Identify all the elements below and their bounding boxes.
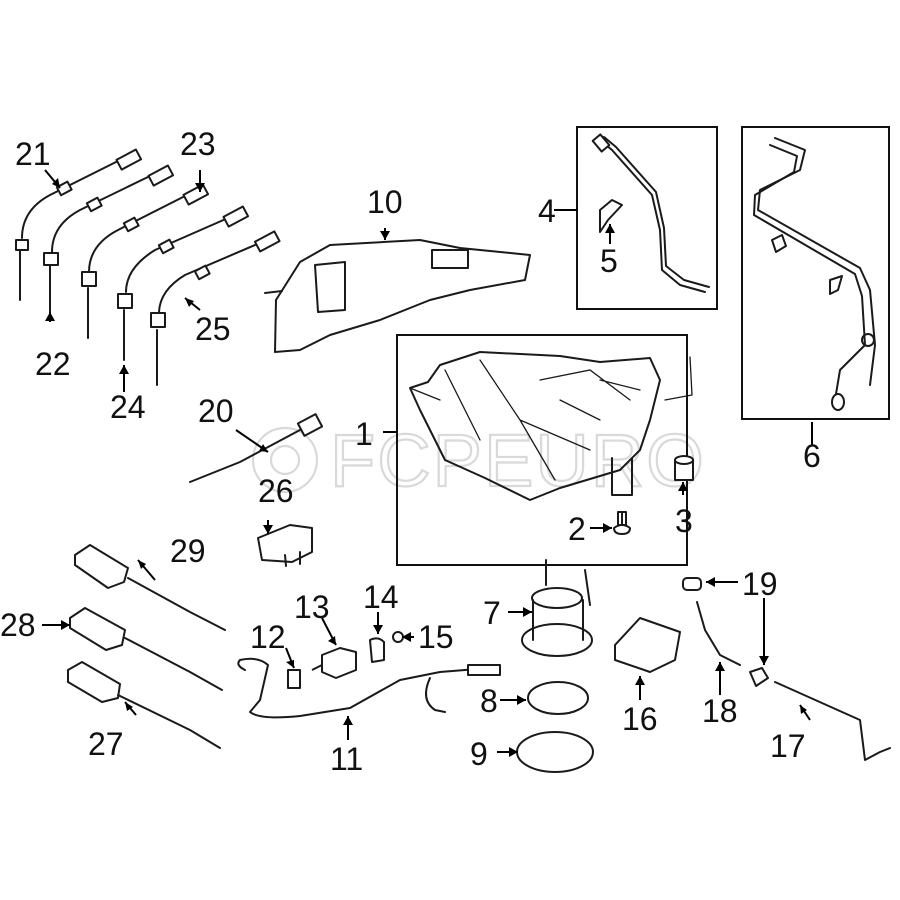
temperature-sensors — [15, 148, 281, 386]
callout-26[interactable]: 26 — [258, 473, 294, 509]
clamp-upper[interactable] — [682, 577, 702, 591]
fuel-tank-group-box — [396, 334, 688, 566]
fuel-line-set[interactable] — [753, 137, 876, 411]
callout-15[interactable]: 15 — [418, 619, 454, 655]
bolt[interactable] — [613, 511, 631, 535]
callout-13[interactable]: 13 — [294, 589, 330, 625]
bushing[interactable] — [674, 455, 694, 481]
fuel-tank[interactable] — [409, 351, 693, 501]
callout-17[interactable]: 17 — [770, 728, 806, 764]
sensor-21[interactable] — [15, 148, 143, 301]
seal-ring[interactable] — [527, 681, 589, 715]
callout-27[interactable]: 27 — [88, 726, 124, 762]
clip[interactable] — [599, 199, 623, 233]
bracket[interactable] — [369, 637, 385, 663]
sensor-25[interactable] — [150, 230, 281, 386]
pressure-sensor[interactable] — [257, 524, 313, 567]
callout-23[interactable]: 23 — [180, 126, 216, 162]
callout-29[interactable]: 29 — [170, 533, 206, 569]
callout-3[interactable]: 3 — [675, 503, 693, 539]
lock-ring[interactable] — [516, 731, 594, 773]
hose-assembly[interactable] — [237, 657, 501, 719]
control-module[interactable] — [614, 617, 681, 673]
nox-sensor-28[interactable] — [69, 607, 223, 691]
fuel-pump[interactable] — [521, 559, 593, 657]
nox-sensor-27[interactable] — [67, 661, 221, 749]
callout-19[interactable]: 19 — [742, 566, 778, 602]
fuel-line-group-box-6 — [741, 126, 890, 420]
callout-20[interactable]: 20 — [198, 393, 234, 429]
callout-8[interactable]: 8 — [480, 683, 498, 719]
callout-28[interactable]: 28 — [0, 607, 36, 643]
sensor-23[interactable] — [81, 183, 210, 339]
callout-6[interactable]: 6 — [803, 438, 821, 474]
watermark: FCPEURO — [251, 418, 705, 503]
callout-14[interactable]: 14 — [363, 579, 399, 615]
valve[interactable] — [311, 647, 357, 679]
callout-7[interactable]: 7 — [483, 595, 501, 631]
callout-2[interactable]: 2 — [568, 511, 586, 547]
sensor-24[interactable] — [117, 205, 250, 361]
fuel-line-group-box-4 — [576, 126, 718, 310]
leader-lines — [42, 169, 813, 757]
callout-21[interactable]: 21 — [15, 136, 51, 172]
callout-1[interactable]: 1 — [355, 416, 373, 452]
callout-12[interactable]: 12 — [250, 619, 286, 655]
callout-24[interactable]: 24 — [110, 389, 146, 425]
callout-9[interactable]: 9 — [470, 736, 488, 772]
callout-11[interactable]: 11 — [330, 741, 363, 777]
fuel-line-upper[interactable] — [591, 133, 710, 293]
clamp-lower[interactable] — [749, 667, 769, 687]
oxygen-sensor[interactable] — [189, 413, 324, 483]
hose-17[interactable] — [774, 681, 891, 761]
hose-18[interactable] — [696, 601, 741, 666]
washer[interactable] — [392, 631, 404, 643]
nox-sensor-29[interactable] — [74, 544, 226, 631]
callout-4[interactable]: 4 — [538, 193, 556, 229]
callout-25[interactable]: 25 — [195, 311, 231, 347]
callout-18[interactable]: 18 — [702, 693, 738, 729]
connector[interactable] — [287, 669, 301, 689]
callout-10[interactable]: 10 — [367, 184, 403, 220]
sensor-22[interactable] — [43, 164, 175, 313]
callouts: 1 2 3 4 5 6 7 8 9 10 11 12 13 14 15 16 1… — [0, 126, 821, 777]
callout-16[interactable]: 16 — [622, 701, 658, 737]
callout-5[interactable]: 5 — [600, 243, 618, 279]
heat-shield[interactable] — [264, 239, 531, 353]
callout-22[interactable]: 22 — [35, 346, 71, 382]
